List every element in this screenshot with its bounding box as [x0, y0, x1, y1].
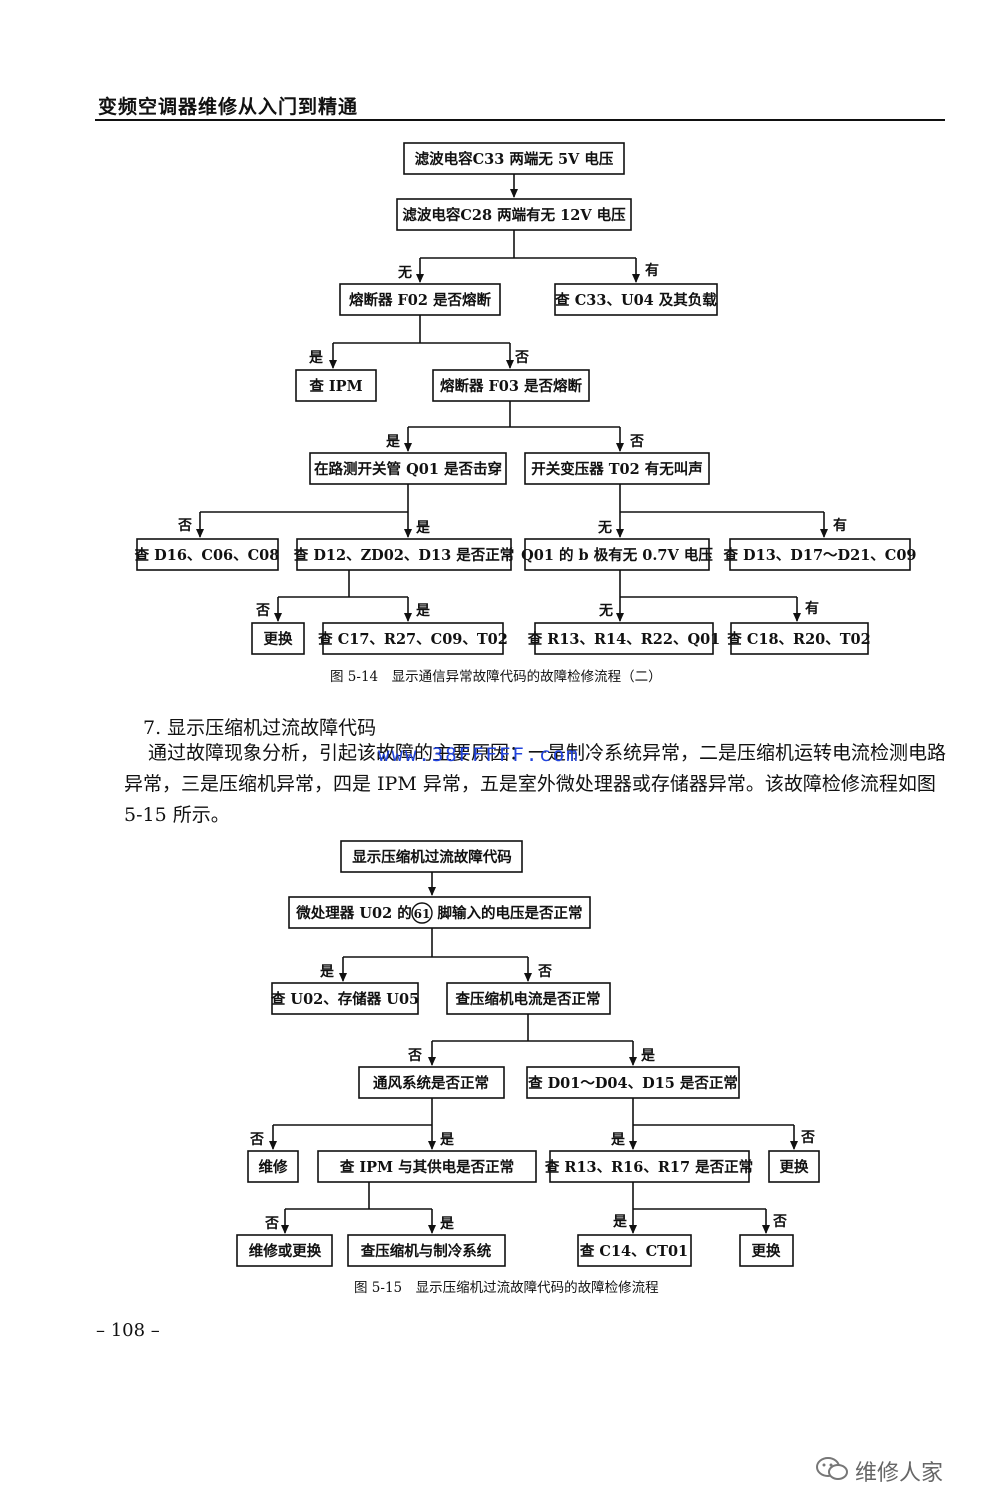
- branch-label: 否: [407, 1048, 422, 1064]
- box-n10: [296, 538, 512, 571]
- figure-5-14: [136, 142, 911, 655]
- box-n6: [432, 369, 590, 402]
- branch-label: 否: [772, 1214, 787, 1230]
- box-n8: [524, 452, 710, 485]
- branch-label: 无: [597, 520, 612, 536]
- node-n15: 查 R13、R14、R22、Q01: [528, 630, 721, 648]
- brand-watermark: 维修人家: [855, 1461, 944, 1486]
- box-n9: [136, 538, 279, 571]
- branch-label: 否: [255, 603, 270, 619]
- figure-caption-5-15: 图 5-15 显示压缩机过流故障代码的故障检修流程: [354, 1280, 659, 1296]
- node-n4: 查 C33、U04 及其负载: [555, 291, 717, 309]
- node-n11: Q01 的 b 极有无 0.7V 电压: [521, 546, 713, 564]
- node-m5: 通风系统是否正常: [373, 1074, 489, 1092]
- box-n13: [251, 622, 305, 655]
- box-m12: [347, 1234, 506, 1267]
- branch-label: 是: [416, 520, 431, 536]
- node-m7: 维修: [259, 1158, 288, 1176]
- branch-label: 否: [264, 1216, 279, 1232]
- box-m14: [739, 1234, 794, 1267]
- branch-label: 无: [598, 603, 613, 619]
- node-n6: 熔断器 F03 是否熔断: [440, 377, 583, 395]
- box-n5: [295, 369, 377, 402]
- body-paragraph: 通过故障现象分析，引起该故障的主要原因：一是制冷系统异常，二是压缩机运转电流检测…: [124, 742, 947, 826]
- figure-5-15-branch-labels: 是 否 否 是 否 是 是 否 否 是 是 否: [249, 964, 815, 1232]
- node-m4: 查压缩机电流是否正常: [456, 990, 601, 1008]
- node-m10: 更换: [780, 1158, 809, 1176]
- branch-label: 是: [641, 1048, 656, 1064]
- box-m8: [317, 1150, 537, 1183]
- box-n4: [554, 283, 718, 316]
- branch-label: 否: [514, 350, 529, 366]
- section-heading: 7. 显示压缩机过流故障代码: [143, 717, 377, 739]
- node-m6: 查 D01～D04、D15 是否正常: [528, 1074, 738, 1092]
- box-m10: [768, 1150, 820, 1183]
- figure-caption-5-14: 图 5-14 显示通信异常故障代码的故障检修流程（二）: [330, 669, 662, 685]
- node-m8: 查 IPM 与其供电是否正常: [340, 1158, 514, 1176]
- figure-5-15: [236, 840, 820, 1267]
- box-m7: [247, 1150, 299, 1183]
- wechat-icon: [816, 1457, 848, 1480]
- branch-label: 否: [800, 1130, 815, 1146]
- header-rule: [95, 119, 945, 121]
- box-m13: [577, 1234, 692, 1267]
- box-n16: [730, 622, 869, 655]
- node-n7: 在路测开关管 Q01 是否击穿: [314, 460, 502, 478]
- box-n14: [322, 622, 504, 655]
- figure-5-14-branch-labels: 无 有 是 否 是 否 否 是 无 有 否 是 无 有: [177, 262, 847, 619]
- branch-label: 否: [177, 518, 192, 534]
- figure-5-14-text: 滤波电容C33 两端无 5V 电压 滤波电容C28 两端有无 12V 电压 熔断…: [135, 150, 917, 648]
- node-m2-part2: 脚输入的电压是否正常: [438, 904, 583, 922]
- pin-61-circle: [411, 902, 433, 924]
- node-n5: 查 IPM: [309, 377, 362, 395]
- branch-label: 是: [611, 1132, 626, 1148]
- branch-label: 有: [833, 517, 847, 534]
- watermark-url: www.38FFFFF.com: [378, 744, 580, 766]
- book-title: 变频空调器维修从入门到精通: [98, 96, 359, 118]
- branch-label: 是: [309, 350, 324, 366]
- node-n2: 滤波电容C28 两端有无 12V 电压: [402, 206, 626, 224]
- node-m11: 维修或更换: [249, 1242, 322, 1260]
- node-n12: 查 D13、D17～D21、C09: [723, 546, 916, 564]
- box-m9: [549, 1150, 750, 1183]
- box-m11: [236, 1234, 333, 1267]
- node-m12: 查压缩机与制冷系统: [361, 1242, 492, 1260]
- node-n3: 熔断器 F02 是否熔断: [349, 291, 492, 309]
- page-number: – 108 –: [96, 1320, 160, 1341]
- node-m2-pin: 61: [414, 907, 431, 921]
- node-n10: 查 D12、ZD02、D13 是否正常: [294, 546, 514, 564]
- box-n11: [524, 538, 710, 571]
- branch-label: 有: [805, 600, 819, 617]
- node-n13: 更换: [264, 630, 293, 648]
- branch-label: 是: [440, 1132, 455, 1148]
- branch-label: 是: [613, 1214, 628, 1230]
- branch-label: 有: [645, 262, 659, 279]
- box-n15: [534, 622, 714, 655]
- branch-label: 是: [440, 1216, 455, 1232]
- node-n14: 查 C17、R27、C09、T02: [318, 630, 508, 648]
- node-m1: 显示压缩机过流故障代码: [352, 848, 512, 866]
- branch-label: 否: [249, 1132, 264, 1148]
- branch-label: 是: [386, 434, 401, 450]
- branch-label: 是: [416, 603, 431, 619]
- node-m9: 查 R13、R16、R17 是否正常: [545, 1158, 753, 1176]
- branch-label: 否: [537, 964, 552, 980]
- branch-label: 无: [397, 265, 412, 281]
- node-m3: 查 U02、存储器 U05: [271, 990, 419, 1008]
- box-n12: [729, 538, 911, 571]
- node-m13: 查 C14、CT01: [580, 1242, 688, 1260]
- node-n1: 滤波电容C33 两端无 5V 电压: [415, 150, 614, 168]
- node-n8: 开关变压器 T02 有无叫声: [531, 460, 703, 478]
- node-m2-part1: 微处理器 U02 的: [295, 904, 411, 922]
- node-n9: 查 D16、C06、C08: [135, 546, 280, 564]
- branch-label: 否: [629, 434, 644, 450]
- figure-5-15-text: 显示压缩机过流故障代码 微处理器 U02 的 61 脚输入的电压是否正常 查 U…: [249, 848, 809, 1260]
- node-m14: 更换: [752, 1242, 781, 1260]
- box-m2: [288, 896, 591, 929]
- box-m3: [271, 982, 419, 1015]
- node-n16: 查 C18、R20、T02: [727, 630, 870, 648]
- branch-label: 是: [320, 964, 335, 980]
